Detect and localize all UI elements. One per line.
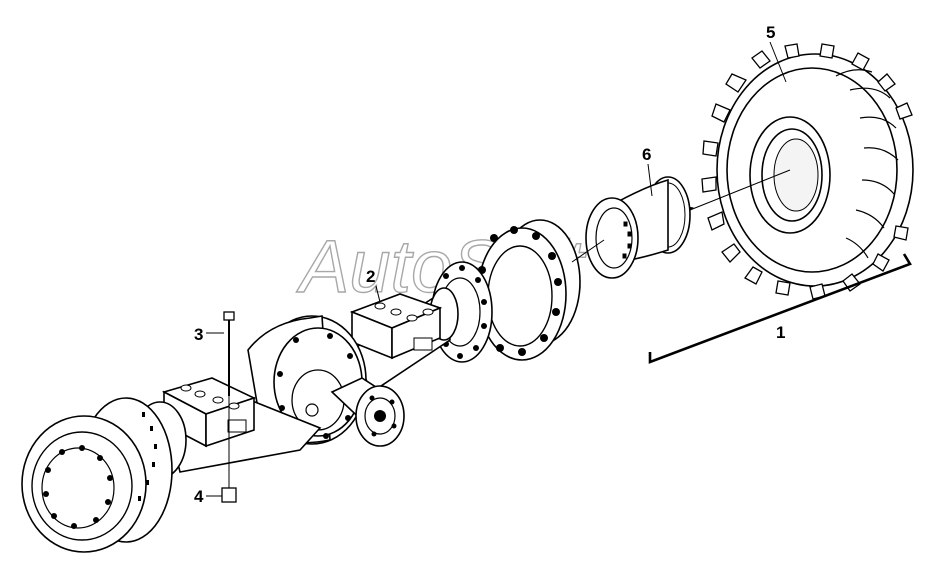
left-wheel-hub[interactable] [21,397,187,553]
right-wheel-hub[interactable] [431,219,581,363]
assembly-bracket [648,253,912,364]
wheel-rim[interactable] [585,176,694,279]
mounting-nut[interactable] [221,460,237,503]
callout-4: 4 [194,487,204,506]
callout-1: 1 [776,323,785,342]
tire[interactable] [701,43,914,300]
callout-2: 2 [366,267,375,286]
mounting-bolt[interactable] [223,311,235,460]
callout-3: 3 [194,325,203,344]
callout-6: 6 [642,145,651,164]
leader-lines [206,41,791,497]
axle-housing[interactable] [161,287,459,473]
callout-5: 5 [766,23,775,42]
